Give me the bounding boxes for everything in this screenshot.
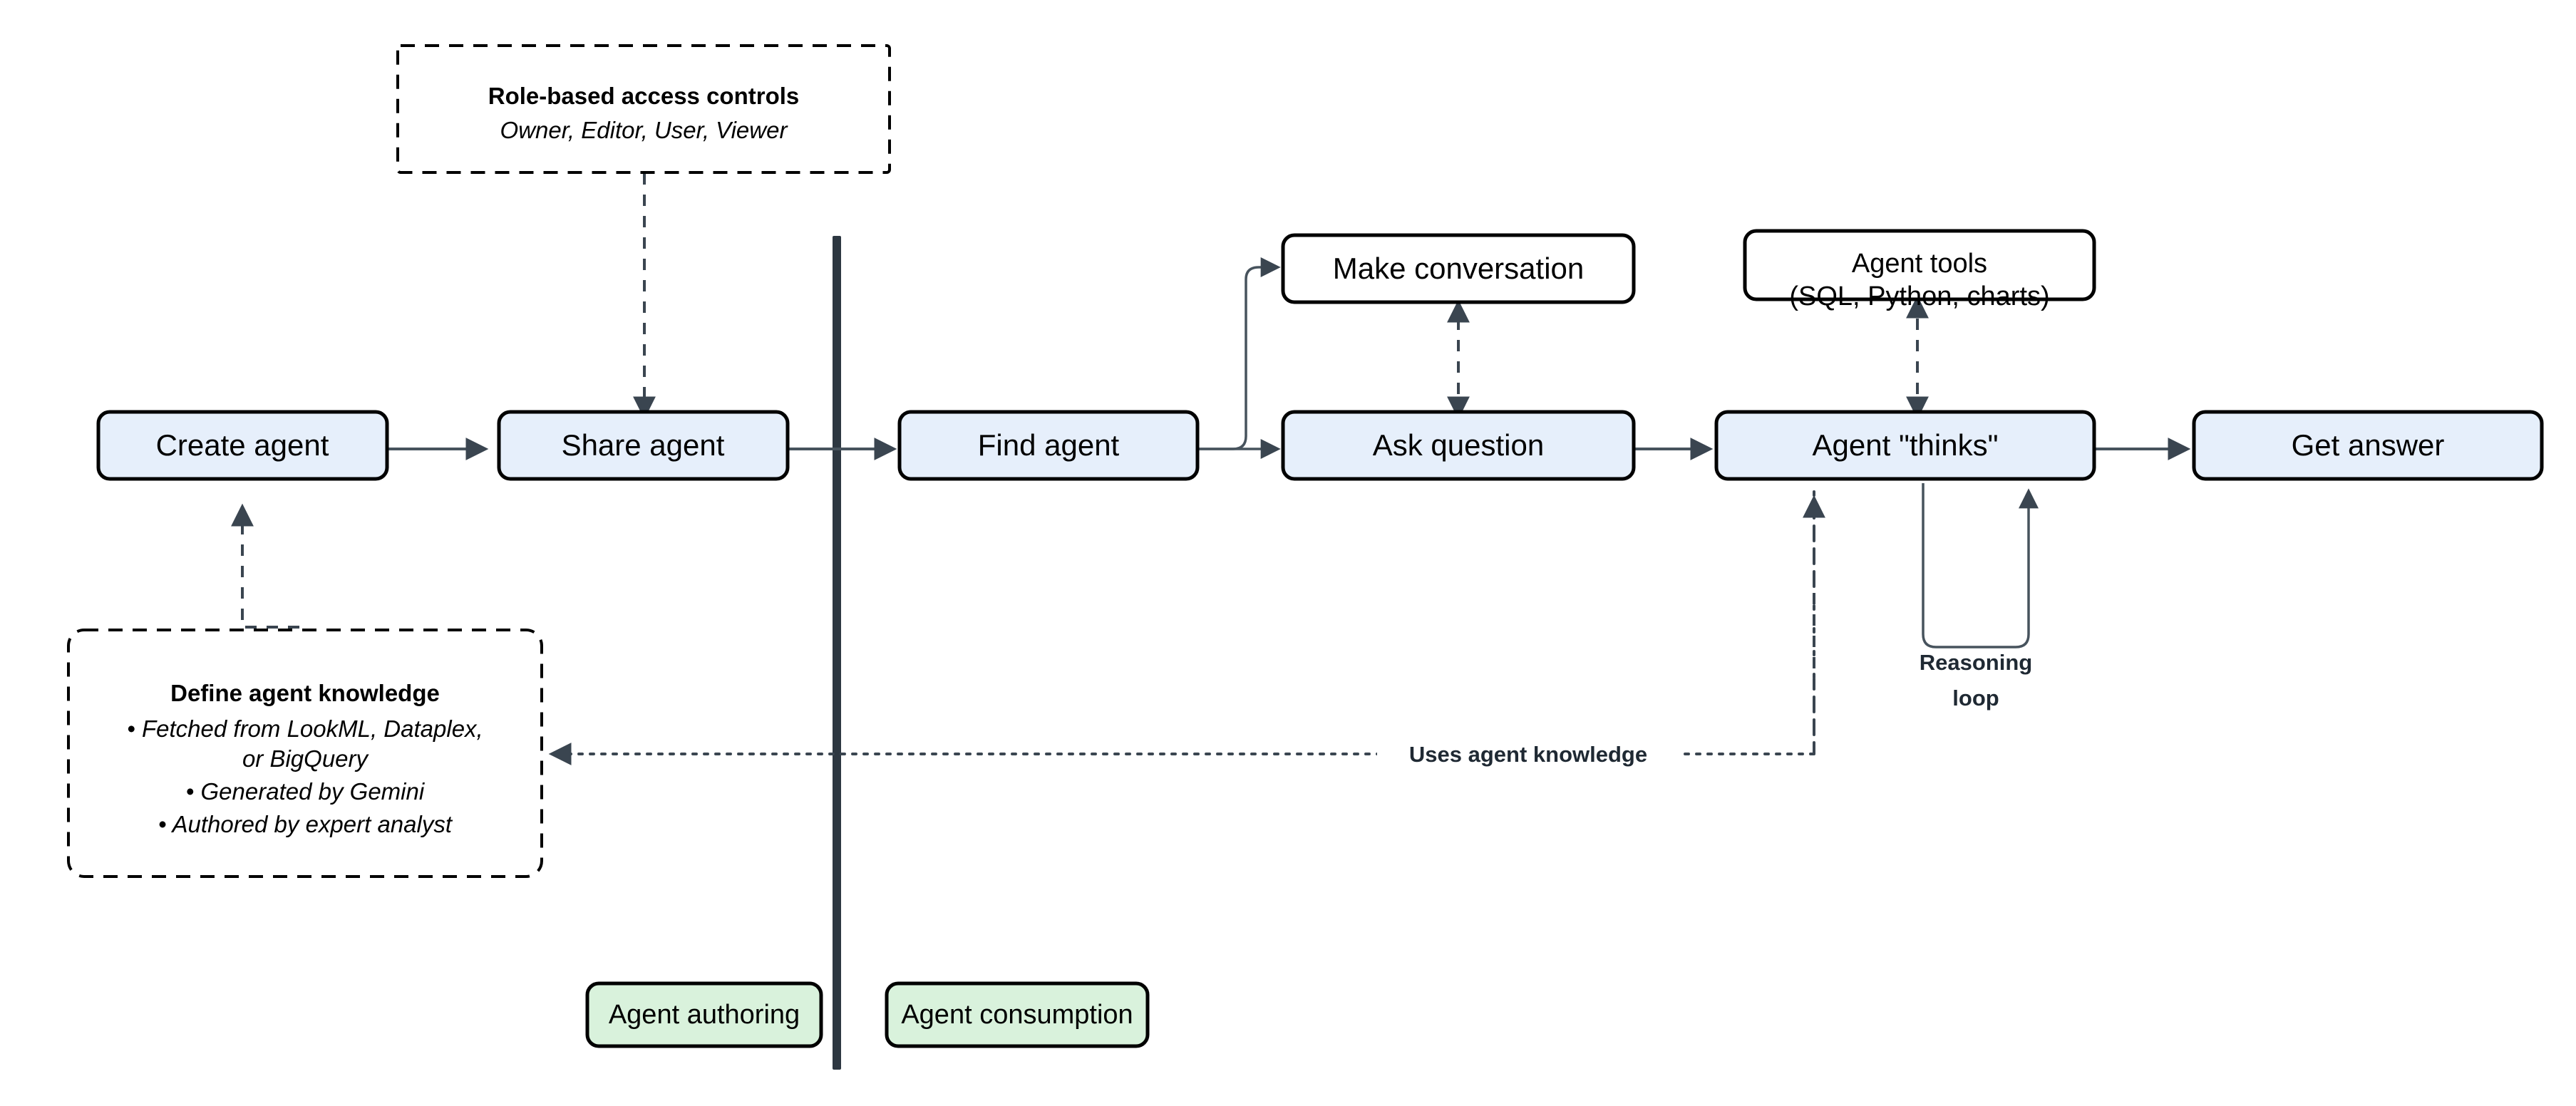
legend-agent-consumption-label: Agent consumption [901, 1000, 1133, 1030]
legend-item-agent-authoring: Agent authoring [585, 981, 823, 1048]
node-agent-tools-label-line1: Agent tools [1852, 249, 1987, 279]
node-make-conversation[interactable]: Make conversation [1281, 233, 1636, 304]
note-define-agent-knowledge: Define agent knowledge • Fetched from Lo… [67, 629, 543, 878]
legend-agent-authoring-label: Agent authoring [609, 1000, 800, 1030]
node-create-agent[interactable]: Create agent [96, 410, 389, 481]
section-divider [833, 236, 841, 1070]
node-ask-question-label: Ask question [1373, 428, 1544, 462]
node-make-conversation-label: Make conversation [1333, 252, 1585, 285]
node-find-agent[interactable]: Find agent [897, 410, 1200, 481]
edge-knowledge-to-create [231, 503, 302, 754]
node-get-answer[interactable]: Get answer [2192, 410, 2544, 481]
note-knowledge-line-2: or BigQuery [242, 745, 370, 772]
node-agent-thinks[interactable]: Agent "thinks" [1714, 410, 2096, 481]
note-knowledge-line-1: • Fetched from LookML, Dataplex, [127, 715, 483, 742]
node-create-agent-label: Create agent [156, 428, 329, 462]
edge-reasoning-loop [1922, 483, 2039, 648]
node-ask-question[interactable]: Ask question [1281, 410, 1636, 481]
edge-label-reasoning-loop-line1: Reasoning [1920, 650, 2032, 675]
node-get-answer-label: Get answer [2292, 428, 2445, 462]
note-role-based-access-controls: Role-based access controls Owner, Editor… [396, 44, 891, 174]
note-knowledge-title: Define agent knowledge [170, 680, 440, 706]
node-find-agent-label: Find agent [978, 428, 1120, 462]
note-knowledge-line-4: • Authored by expert analyst [158, 811, 453, 837]
node-agent-thinks-label: Agent "thinks" [1813, 428, 1999, 462]
node-share-agent[interactable]: Share agent [497, 410, 790, 481]
edge-uses-agent-knowledge [548, 490, 1815, 765]
node-agent-tools[interactable]: Agent tools (SQL, Python, charts) [1743, 229, 2096, 311]
note-rbac-title: Role-based access controls [488, 83, 800, 109]
node-share-agent-label: Share agent [562, 428, 725, 462]
note-rbac-line-1: Owner, Editor, User, Viewer [500, 117, 789, 143]
note-knowledge-line-3: • Generated by Gemini [186, 778, 426, 805]
edge-label-uses-agent-knowledge: Uses agent knowledge [1409, 742, 1647, 767]
legend-item-agent-consumption: Agent consumption [885, 981, 1150, 1048]
uses-knowledge-label-backdrop [1377, 738, 1679, 770]
edge-label-reasoning-loop-line2: loop [1952, 686, 1999, 710]
node-agent-tools-label-line2: (SQL, Python, charts) [1789, 281, 2049, 311]
edge-find-to-conversation [1196, 257, 1281, 450]
